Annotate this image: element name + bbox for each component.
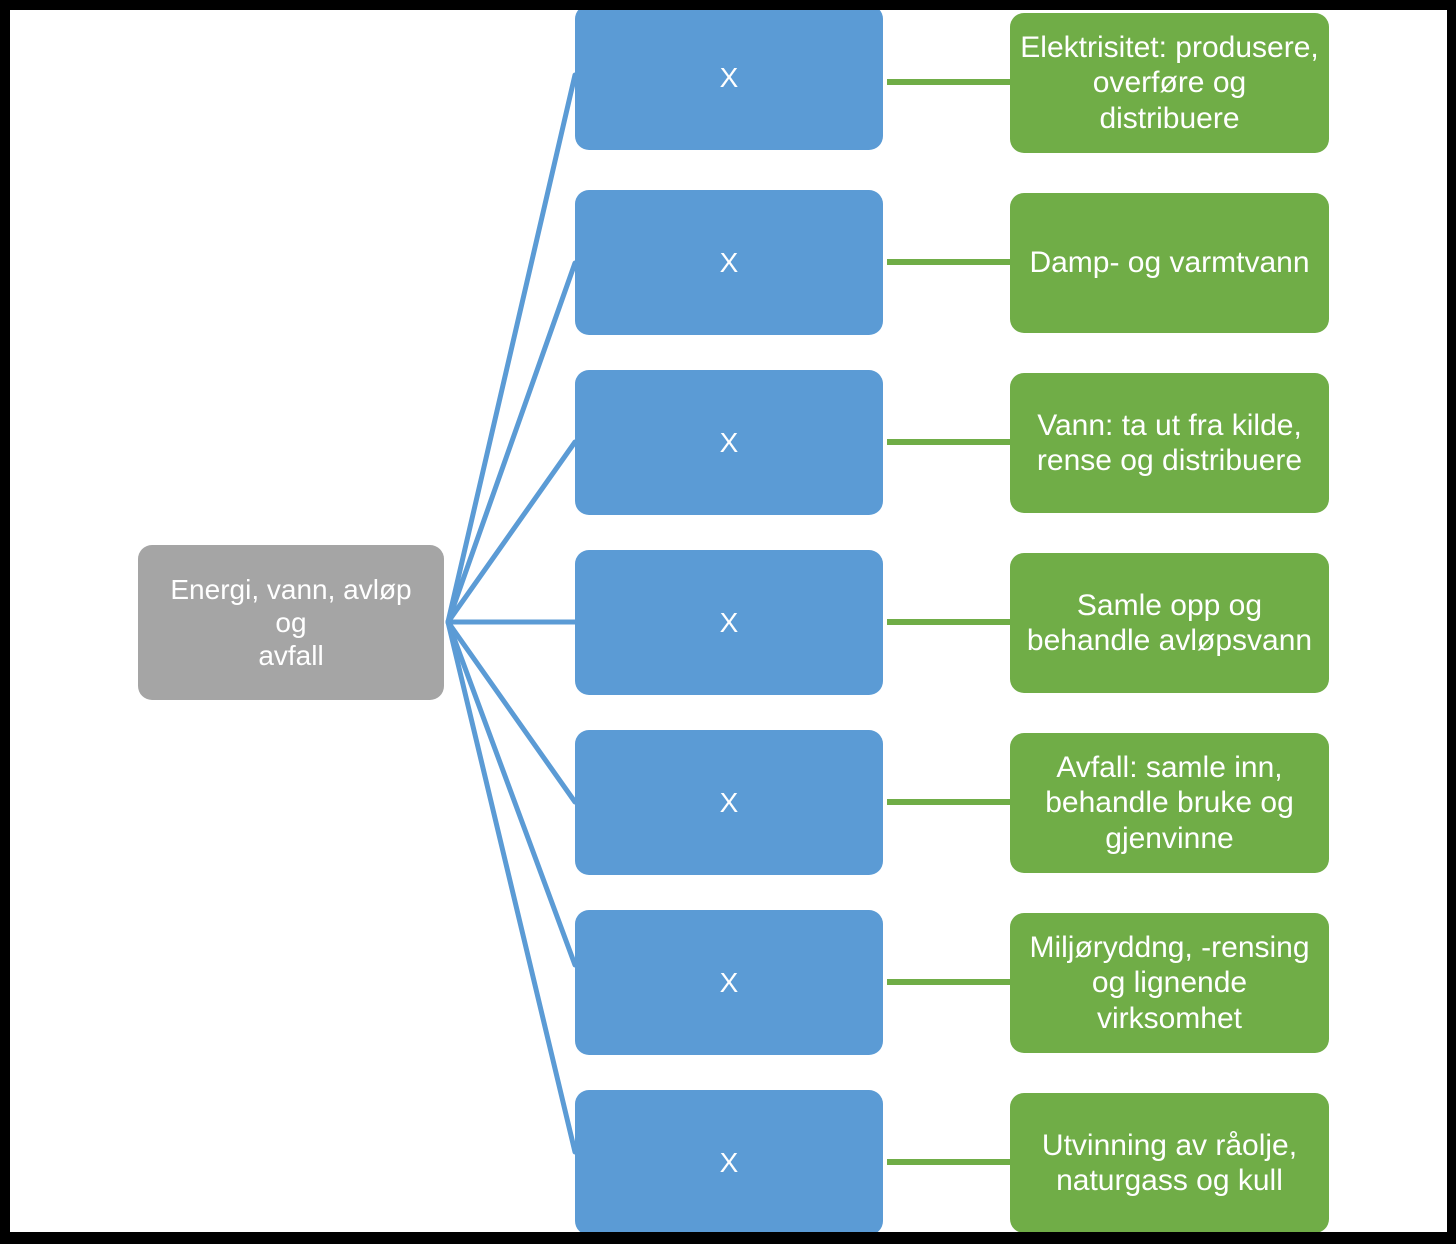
leaf-node-6[interactable]: Miljøryddng, -rensing og lignende virkso…: [1010, 913, 1329, 1053]
middle-node-7-label: X: [719, 1146, 739, 1178]
connector-branch-3-to-leaf-3: [887, 439, 1010, 445]
middle-node-7[interactable]: X: [575, 1090, 883, 1232]
leaf-node-6-label: Miljøryddng, -rensing og lignende virkso…: [1029, 930, 1310, 1035]
leaf-node-5-label: Avfall: samle inn, behandle bruke og gje…: [1045, 750, 1294, 855]
leaf-node-7[interactable]: Utvinning av råolje, naturgass og kull: [1010, 1093, 1329, 1232]
connector-root-to-branch-5: [445, 619, 578, 805]
connector-root-to-branch-3: [445, 439, 578, 625]
middle-node-6[interactable]: X: [575, 910, 883, 1055]
connector-branch-7-to-leaf-7: [887, 1159, 1010, 1165]
connector-branch-2-to-leaf-2: [887, 259, 1010, 265]
middle-node-4-label: X: [719, 606, 739, 638]
connector-branch-1-to-leaf-1: [887, 79, 1010, 85]
connector-branch-4-to-leaf-4: [887, 619, 1010, 625]
leaf-node-3[interactable]: Vann: ta ut fra kilde, rense og distribu…: [1010, 373, 1329, 513]
leaf-node-3-label: Vann: ta ut fra kilde, rense og distribu…: [1036, 408, 1303, 477]
leaf-node-4[interactable]: Samle opp og behandle avløpsvann: [1010, 553, 1329, 693]
middle-node-6-label: X: [719, 966, 739, 998]
connector-root-to-branch-2: [445, 260, 578, 625]
connector-root-to-branch-6: [445, 619, 578, 968]
connector-branch-5-to-leaf-5: [887, 799, 1010, 805]
connector-branch-6-to-leaf-6: [887, 979, 1010, 985]
middle-node-3[interactable]: X: [575, 370, 883, 515]
root-node[interactable]: Energi, vann, avløp og avfall: [138, 545, 444, 700]
middle-node-2[interactable]: X: [575, 190, 883, 335]
middle-node-5-label: X: [719, 786, 739, 818]
middle-node-1[interactable]: X: [575, 10, 883, 150]
diagram-surface: Energi, vann, avløp og avfall X Elektris…: [10, 10, 1447, 1232]
middle-node-1-label: X: [719, 61, 739, 93]
middle-node-4[interactable]: X: [575, 550, 883, 695]
middle-node-2-label: X: [719, 246, 739, 278]
connector-root-to-branch-1: [445, 72, 578, 625]
leaf-node-4-label: Samle opp og behandle avløpsvann: [1026, 588, 1313, 657]
leaf-node-5[interactable]: Avfall: samle inn, behandle bruke og gje…: [1010, 733, 1329, 873]
leaf-node-2-label: Damp- og varmtvann: [1029, 246, 1310, 280]
leaf-node-1[interactable]: Elektrisitet: produsere, overføre og dis…: [1010, 13, 1329, 153]
connector-root-to-branch-7: [445, 619, 578, 1155]
leaf-node-7-label: Utvinning av råolje, naturgass og kull: [1041, 1128, 1298, 1197]
leaf-node-2[interactable]: Damp- og varmtvann: [1010, 193, 1329, 333]
root-node-label: Energi, vann, avløp og avfall: [170, 573, 412, 672]
leaf-node-1-label: Elektrisitet: produsere, overføre og dis…: [1020, 30, 1319, 135]
middle-node-3-label: X: [719, 426, 739, 458]
middle-node-5[interactable]: X: [575, 730, 883, 875]
root-connector-lines: [445, 72, 578, 1155]
